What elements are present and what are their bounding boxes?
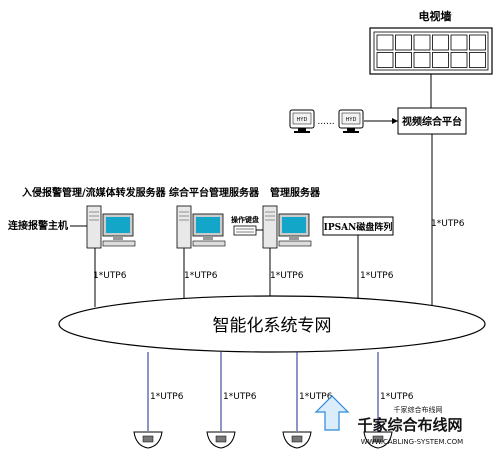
camera-3: 1*UTP6 <box>282 352 333 449</box>
utp-label-camera: 1*UTP6 <box>223 392 257 402</box>
utp-label-camera: 1*UTP6 <box>299 392 333 402</box>
video-wall-screen <box>450 52 468 68</box>
video-wall-screen <box>432 34 449 51</box>
camera-1: 1*UTP6 <box>133 352 184 449</box>
camera-4: 1*UTP6 <box>363 352 414 449</box>
watermark-url: WWW.CABLING-SYSTEM.COM <box>361 438 463 446</box>
utp-label-server2: 1*UTP6 <box>184 271 218 281</box>
utp-label-ipsan: 1*UTP6 <box>360 271 394 281</box>
camera-lens <box>291 435 303 443</box>
management-server-label: 管理服务器 <box>270 186 321 199</box>
intrusion-server <box>70 205 136 249</box>
utp-label-platform: 1*UTP6 <box>431 219 465 229</box>
private-network-ellipse <box>58 295 486 353</box>
monitor-1-text: HYD <box>297 117 308 123</box>
video-wall: 电视墙 <box>369 9 493 75</box>
video-wall-screen <box>395 34 412 51</box>
monitor-dots: ...... <box>317 117 334 127</box>
alarm-host-label: 连接报警主机 <box>8 219 68 232</box>
video-wall-screen <box>413 52 431 68</box>
video-platform-label: 视频综合平台 <box>402 115 462 128</box>
intrusion-server-label: 入侵报警管理/流媒体转发服务器 <box>22 186 167 199</box>
camera-lens <box>215 435 227 443</box>
watermark-title: 千家综合布线网 <box>357 416 462 434</box>
utp-label-server3: 1*UTP6 <box>270 271 304 281</box>
video-wall-screen <box>376 52 394 68</box>
video-wall-label: 电视墙 <box>419 9 452 23</box>
video-wall-screen <box>450 34 468 51</box>
video-wall-screen <box>432 52 449 68</box>
operation-keyboard: 操作键盘 <box>231 215 259 236</box>
utp-label-server1: 1*UTP6 <box>93 271 127 281</box>
keyboard-label: 操作键盘 <box>231 215 259 224</box>
decoder-monitor-2: HYD <box>338 109 364 133</box>
ipsan-label: IPSAN磁盘阵列 <box>324 221 393 233</box>
utp-label-camera: 1*UTP6 <box>380 392 414 402</box>
video-wall-screen <box>469 52 486 68</box>
video-platform: 视频综合平台 <box>397 107 467 135</box>
watermark: 千家综合布线网 千家综合布线网 WWW.CABLING-SYSTEM.COM <box>314 395 463 446</box>
watermark-logo <box>314 395 350 431</box>
video-wall-screen <box>413 34 431 51</box>
integrated-platform-server <box>176 205 226 249</box>
utp-label-camera: 1*UTP6 <box>150 392 184 402</box>
video-wall-screen <box>376 34 394 51</box>
ipsan-storage: IPSAN磁盘阵列 <box>322 216 394 236</box>
camera-lens <box>142 435 154 443</box>
monitor-2-text: HYD <box>346 117 357 123</box>
camera-2: 1*UTP6 <box>206 352 257 449</box>
camera-lens <box>372 435 384 443</box>
management-server <box>262 205 312 249</box>
integrated-server-label: 综合平台管理服务器 <box>169 186 260 199</box>
network-label: 智能化系统专网 <box>213 316 332 336</box>
video-wall-screen <box>395 52 412 68</box>
decoder-monitor-1: HYD <box>289 109 315 133</box>
video-wall-screen <box>469 34 486 51</box>
watermark-line3: 千家综合布线网 <box>394 405 443 414</box>
